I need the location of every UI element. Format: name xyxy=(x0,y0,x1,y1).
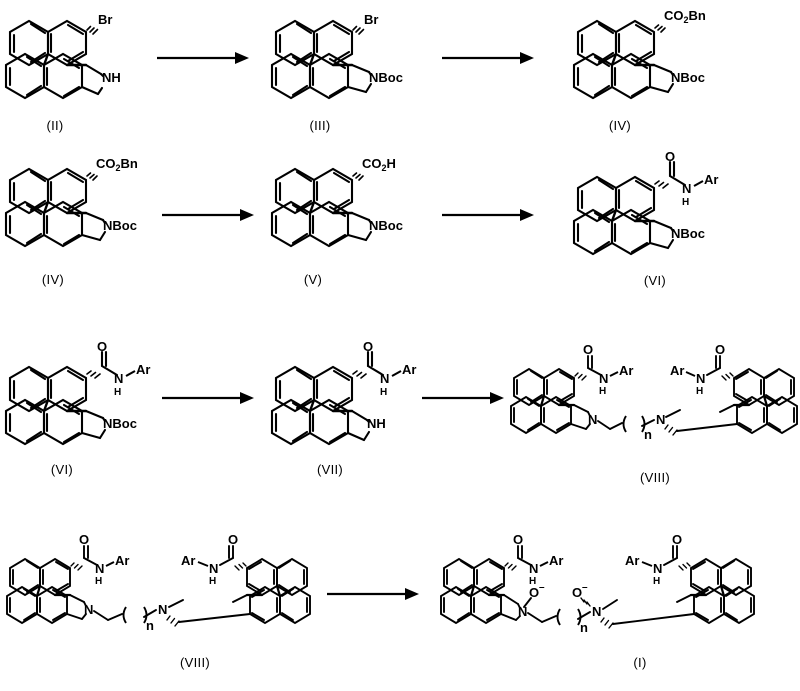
reaction-arrow-3 xyxy=(160,205,255,225)
atom-label-N-amide-right: N xyxy=(653,561,662,576)
atom-label-Ar-left: Ar xyxy=(549,553,563,568)
atom-label-H-amide: H xyxy=(380,387,387,398)
atom-label-H-amide: H xyxy=(114,387,121,398)
atom-label-charge-minus-left: – xyxy=(539,582,545,593)
atom-label-NBoc: NBoc xyxy=(103,416,137,431)
atom-label-H-amide-left: H xyxy=(529,576,536,587)
atom-label-N-amide: N xyxy=(114,371,123,386)
atom-label-N-oxide-right: N xyxy=(592,604,601,619)
atom-label-Br: Br xyxy=(364,12,378,27)
caption-VI-row3: (VI) xyxy=(50,462,74,477)
reaction-arrow-1 xyxy=(155,48,250,68)
atom-label-Ar-right: Ar xyxy=(625,553,639,568)
atom-label-CO2Bn: CO2Bn xyxy=(664,8,706,25)
structure-VIII: O N H Ar N n N O N H Ar xyxy=(508,340,800,465)
atom-label-H-amide-right: H xyxy=(209,576,216,587)
atom-label-N-amide-left: N xyxy=(95,561,104,576)
caption-VIII: (VIII) xyxy=(640,470,670,485)
atom-label-O-carbonyl: O xyxy=(363,339,373,354)
atom-label-H-amide-left: H xyxy=(599,386,606,397)
atom-label-n-repeat: n xyxy=(146,618,154,633)
atom-label-O-carbonyl-right: O xyxy=(715,342,725,357)
atom-label-O-carbonyl-left: O xyxy=(79,532,89,547)
atom-label-Ar-left: Ar xyxy=(115,553,129,568)
caption-IV-row2: (IV) xyxy=(41,272,65,287)
atom-label-N-amide-left: N xyxy=(529,561,538,576)
structure-I: O N H Ar N O – n N O – O N H Ar xyxy=(438,530,758,658)
caption-VI: (VI) xyxy=(643,273,667,288)
atom-label-O-carbonyl: O xyxy=(97,339,107,354)
reaction-arrow-4 xyxy=(440,205,535,225)
structure-III: Br NBoc xyxy=(268,2,418,117)
caption-IV: (IV) xyxy=(608,118,632,133)
atom-label-n-repeat: n xyxy=(644,427,652,442)
atom-label-Ar: Ar xyxy=(402,362,416,377)
atom-label-NBoc: NBoc xyxy=(369,70,403,85)
atom-label-Ar: Ar xyxy=(704,172,718,187)
atom-label-N-amide-right: N xyxy=(696,371,705,386)
atom-label-NBoc: NBoc xyxy=(103,218,137,233)
caption-I: (I) xyxy=(633,655,647,670)
atom-label-Ar: Ar xyxy=(136,362,150,377)
atom-label-H-amide-right: H xyxy=(696,386,703,397)
structure-VII: O N H Ar NH xyxy=(268,338,458,463)
atom-label-CO2Bn: CO2Bn xyxy=(96,156,138,173)
reaction-arrow-7 xyxy=(325,584,420,604)
atom-label-H-amide: H xyxy=(682,197,689,208)
atom-label-N-amide-left: N xyxy=(599,371,608,386)
atom-label-NBoc: NBoc xyxy=(671,226,705,241)
atom-label-N-oxide-left: N xyxy=(518,604,527,619)
atom-label-O-carbonyl-left: O xyxy=(513,532,523,547)
reaction-arrow-6 xyxy=(420,388,505,408)
atom-label-N-azepine-right: N xyxy=(656,412,665,427)
atom-label-CO2H: CO2H xyxy=(362,156,396,173)
atom-label-O-carbonyl-left: O xyxy=(583,342,593,357)
atom-label-NBoc: NBoc xyxy=(671,70,705,85)
caption-VIII-row4: (VIII) xyxy=(180,655,210,670)
caption-V: (V) xyxy=(303,272,323,287)
reaction-arrow-2 xyxy=(440,48,535,68)
structure-IV-row2: CO2Bn NBoc xyxy=(2,150,172,265)
structure-II: Br NH xyxy=(2,2,142,117)
atom-label-O-oxide-left: O xyxy=(529,585,539,600)
atom-label-N-amide: N xyxy=(682,181,691,196)
atom-label-NH-azepine: NH xyxy=(367,416,386,431)
atom-label-Ar-right: Ar xyxy=(670,363,684,378)
atom-label-Br: Br xyxy=(98,12,112,27)
atom-label-O-carbonyl: O xyxy=(665,149,675,164)
atom-label-Ar-right: Ar xyxy=(181,553,195,568)
atom-label-N-amide-right: N xyxy=(209,561,218,576)
caption-VII: (VII) xyxy=(316,462,344,477)
atom-label-N-amide: N xyxy=(380,371,389,386)
atom-label-n-repeat: n xyxy=(580,620,588,635)
structure-VIII-row4: O N H Ar N n N O N H Ar xyxy=(4,530,314,658)
atom-label-NH: NH xyxy=(102,70,121,85)
reaction-arrow-5 xyxy=(160,388,255,408)
atom-label-N-azepine-right: N xyxy=(158,602,167,617)
structure-VI-row3: O N H Ar NBoc xyxy=(2,338,192,463)
caption-II: (II) xyxy=(46,118,64,133)
caption-III: (III) xyxy=(309,118,331,133)
atom-label-O-oxide-right: O xyxy=(572,585,582,600)
atom-label-H-amide-left: H xyxy=(95,576,102,587)
atom-label-charge-minus-right: – xyxy=(582,582,588,593)
atom-label-O-carbonyl-right: O xyxy=(672,532,682,547)
structure-VI: O N H Ar NBoc xyxy=(570,148,760,273)
atom-label-N-azepine-left: N xyxy=(84,602,93,617)
atom-label-H-amide-right: H xyxy=(653,576,660,587)
structure-IV: CO2Bn NBoc xyxy=(570,2,740,117)
atom-label-N-azepine-left: N xyxy=(588,412,597,427)
atom-label-O-carbonyl-right: O xyxy=(228,532,238,547)
structure-V: CO2H NBoc xyxy=(268,150,428,265)
atom-label-Ar-left: Ar xyxy=(619,363,633,378)
atom-label-NBoc: NBoc xyxy=(369,218,403,233)
